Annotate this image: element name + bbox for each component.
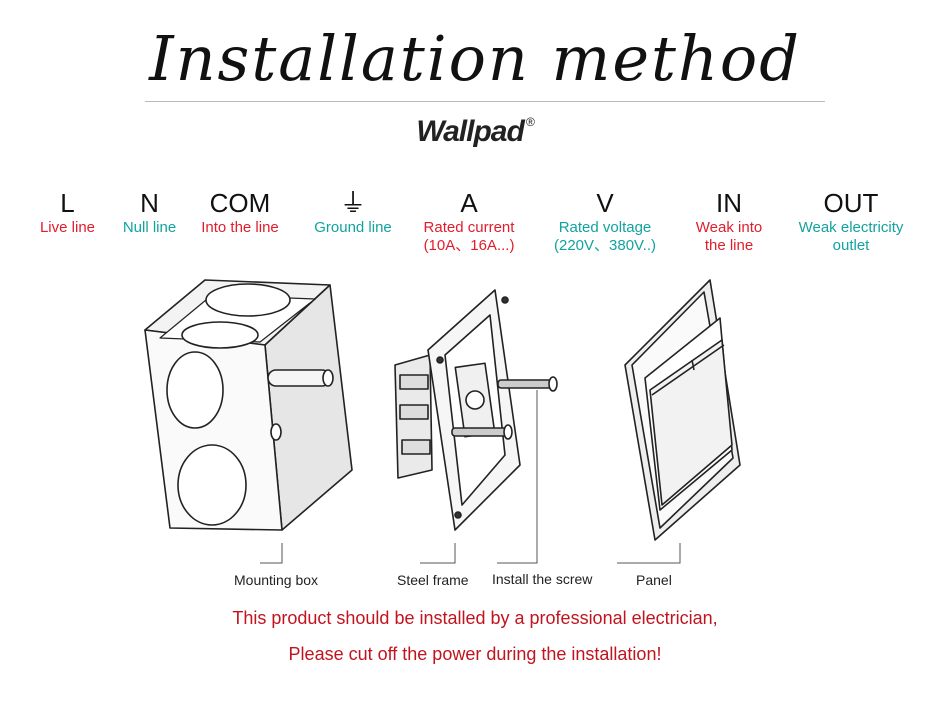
legend-label: Null line [122,219,177,236]
leader-line-frame [420,543,456,564]
legend-sublabel: (10A、16A...) [423,237,515,254]
legend-sublabel: the line [704,237,754,254]
legend-item-null: N Null line [112,188,187,236]
legend-sublabel: outlet [832,237,870,254]
legend-item-ground: ⏚ Ground line [303,188,403,236]
ground-icon: ⏚ [339,188,366,218]
panel-icon [624,279,741,541]
warning-line-1: This product should be installed by a pr… [232,608,718,628]
legend-item-in: IN Weak into the line [683,188,775,254]
brand-logo: Wallpad® [0,115,950,149]
mounting-box-icon [144,279,353,531]
title-divider [145,101,825,102]
legend-label: Weak electricity [798,219,904,236]
legend-item-out: OUT Weak electricity outlet [782,188,920,254]
legend-symbol: V [596,188,614,218]
legend-item-voltage: V Rated voltage (220V、380V..) [540,188,670,254]
leader-line-box [260,543,283,564]
legend-item-live: L Live line [30,188,105,236]
legend-label: Rated voltage [558,219,652,236]
warning-line-2: Please cut off the power during the inst… [288,644,662,664]
legend-symbol: L [60,188,75,218]
legend-symbol: N [140,188,159,218]
label-mounting-box: Mounting box [234,572,319,588]
leader-line-screw [497,390,538,564]
screw-icon [451,376,558,440]
legend-label: Live line [39,219,96,236]
legend-item-current: A Rated current (10A、16A...) [408,188,530,254]
legend-label: Rated current [423,219,515,236]
leader-line-panel [617,543,681,564]
legend-symbol: OUT [823,188,879,218]
legend-symbol: A [460,188,478,218]
legend-label: Into the line [201,219,279,236]
label-steel-frame: Steel frame [397,572,469,588]
legend-symbol: COM [209,188,271,218]
label-screw: Install the screw [492,571,593,587]
brand-name: Wallpad [416,115,524,148]
legend-label: Ground line [314,219,392,236]
legend-sublabel: (220V、380V..) [553,237,656,254]
legend-symbol: IN [716,188,742,218]
page-title: Installation method [149,22,801,95]
label-panel: Panel [636,572,672,588]
legend-label: Weak into [695,219,763,236]
steel-frame-icon [394,289,521,531]
registered-mark: ® [525,115,535,129]
legend-item-com: COM Into the line [190,188,290,236]
